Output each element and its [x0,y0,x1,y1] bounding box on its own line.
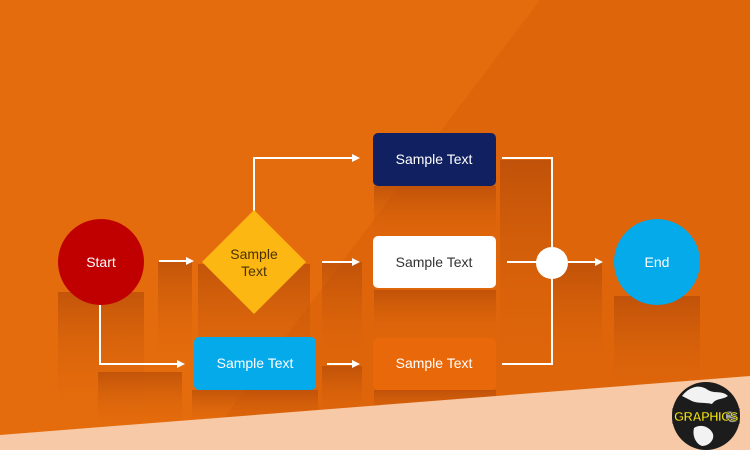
right-bottom-box-label: Sample Text [396,355,473,371]
arrow-decision-to-top-box [253,154,360,212]
logo-text: GRAPHICS [674,409,739,424]
left-bottom-box-label: Sample Text [217,355,294,371]
connectors [99,154,603,368]
merge-junction [536,247,568,279]
top-box-label: Sample Text [396,151,473,167]
line-bottom-box-to-merge [502,276,553,365]
decision-label-line2: Text [241,263,267,279]
brand-logo: GRAPHICS [672,382,740,450]
start-node: Start [58,219,144,305]
middle-process-box: Sample Text [373,236,496,288]
decision-label-line1: Sample [230,246,278,262]
globe-icon [673,383,739,449]
lower-band [0,376,750,450]
middle-box-label: Sample Text [396,254,473,270]
end-label: End [645,254,670,270]
decision-node: Sample Text [202,210,306,314]
start-label: Start [86,254,116,270]
line-top-box-to-merge [502,157,553,250]
top-process-box: Sample Text [373,133,496,186]
arrow-start-to-bottom-box [99,305,185,368]
left-bottom-process-box: Sample Text [194,337,316,390]
right-bottom-process-box: Sample Text [373,338,496,390]
end-node: End [614,219,700,305]
